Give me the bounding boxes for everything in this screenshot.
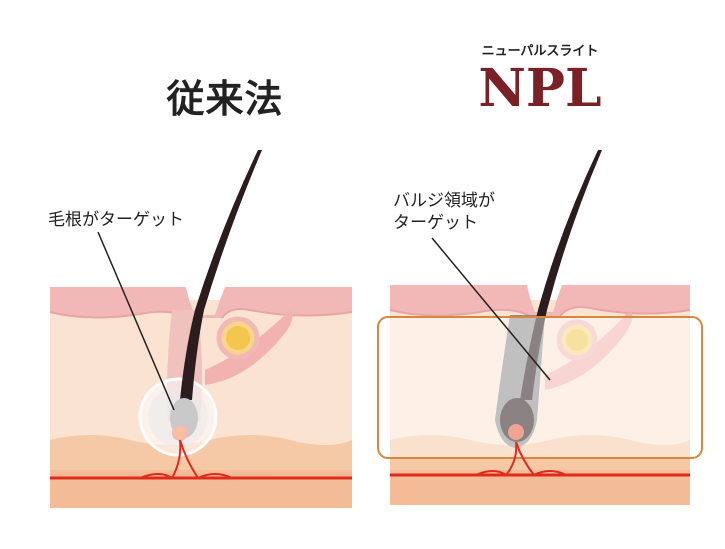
left-callout-pointer	[97, 231, 175, 411]
right-epidermis	[390, 285, 690, 316]
right-callout-line2: ターゲット	[393, 213, 478, 233]
left-skin-section	[49, 150, 353, 508]
right-hair-shaft	[520, 150, 602, 400]
npl-title: NPL	[478, 58, 602, 119]
right-callout-label: バルジ領域が ターゲット	[393, 190, 495, 234]
left-hair-shaft	[180, 150, 262, 400]
left-callout-label: 毛根がターゲット	[48, 210, 184, 230]
right-skin-section	[377, 150, 703, 505]
right-callout-line1: バルジ領域が	[393, 191, 495, 211]
right-callout-pointer	[431, 237, 551, 381]
conventional-method-title: 従来法	[166, 76, 284, 121]
bulge-region-highlight-box	[377, 316, 703, 459]
npl-subtitle: ニューパルスライト	[481, 44, 599, 59]
